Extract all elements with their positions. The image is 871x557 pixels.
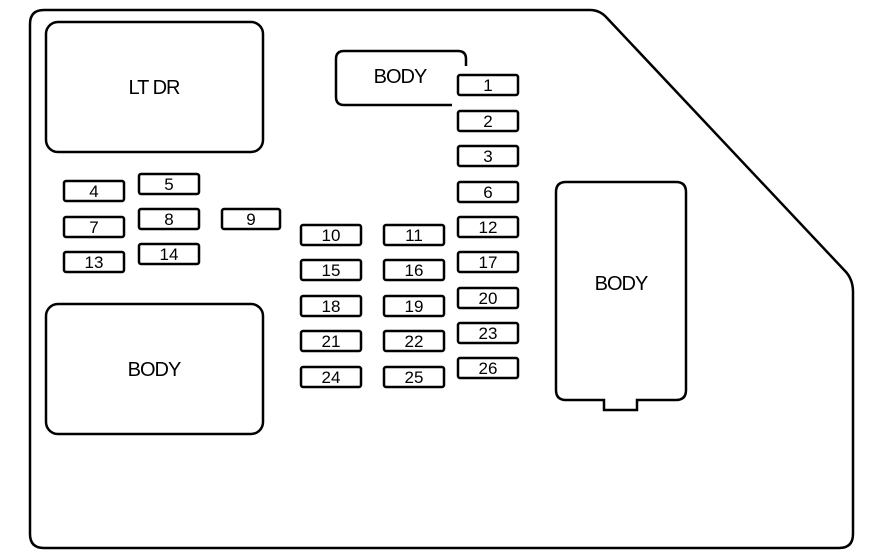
fuse-8: 8 — [137, 207, 201, 231]
fuse-label: 22 — [405, 332, 424, 351]
fuse-label: 19 — [405, 297, 424, 316]
fuse-11: 11 — [382, 223, 446, 247]
relay-body-left: BODY — [44, 302, 265, 436]
fuse-label: 23 — [479, 324, 498, 343]
fuse-16: 16 — [382, 258, 446, 282]
fuse-19: 19 — [382, 294, 446, 318]
fuse-label: 2 — [483, 112, 492, 131]
fuse-label: 3 — [483, 147, 492, 166]
fuse-2: 2 — [456, 109, 520, 133]
fuse-26: 26 — [456, 356, 520, 380]
fuse-label: 9 — [246, 210, 255, 229]
fuse-label: 24 — [322, 368, 341, 387]
fuse-label: 17 — [479, 253, 498, 272]
fuse-10: 10 — [299, 223, 363, 247]
fuse-label: 21 — [322, 332, 341, 351]
fuse-14: 14 — [137, 242, 201, 266]
fuse-label: 7 — [89, 218, 98, 237]
relay-body-right-label: BODY — [595, 273, 648, 295]
fuse-22: 22 — [382, 329, 446, 353]
fuse-1: 1 — [456, 73, 520, 97]
fuse-label: 25 — [405, 368, 424, 387]
relay-lt-dr-label: LT DR — [129, 77, 180, 99]
fuse-label: 16 — [405, 261, 424, 280]
fuse-label: 26 — [479, 359, 498, 378]
fuse-label: 10 — [322, 226, 341, 245]
fuse-label: 4 — [89, 182, 98, 201]
fuse-label: 15 — [322, 261, 341, 280]
fuse-box-outline — [28, 8, 855, 550]
fuse-18: 18 — [299, 294, 363, 318]
fuse-21: 21 — [299, 329, 363, 353]
fuse-23: 23 — [456, 321, 520, 345]
fuse-9: 9 — [220, 207, 282, 231]
relay-body-top: BODY — [334, 49, 468, 107]
fuse-label: 13 — [85, 253, 104, 272]
relay-body-right: BODY — [554, 180, 688, 412]
fuse-17: 17 — [456, 250, 520, 274]
fuse-label: 20 — [479, 289, 498, 308]
fuse-20: 20 — [456, 286, 520, 310]
fuse-7: 7 — [62, 215, 126, 239]
relay-lt-dr: LT DR — [44, 20, 265, 154]
relay-body-left-label: BODY — [128, 359, 181, 381]
fuse-label: 12 — [479, 218, 498, 237]
fuse-5: 5 — [137, 172, 201, 196]
fuse-label: 5 — [164, 175, 173, 194]
fuse-label: 18 — [322, 297, 341, 316]
fuse-12: 12 — [456, 215, 520, 239]
fuse-13: 13 — [62, 250, 126, 274]
fuse-label: 14 — [160, 245, 179, 264]
fuse-3: 3 — [456, 144, 520, 168]
fuse-6: 6 — [456, 180, 520, 204]
fuse-4: 4 — [62, 179, 126, 203]
fuse-label: 8 — [164, 210, 173, 229]
fuse-label: 1 — [483, 76, 492, 95]
relay-body-top-label: BODY — [374, 66, 427, 88]
fuse-15: 15 — [299, 258, 363, 282]
fuse-24: 24 — [299, 365, 363, 389]
fuse-25: 25 — [382, 365, 446, 389]
fuse-label: 6 — [483, 183, 492, 202]
fuse-label: 11 — [405, 226, 423, 245]
